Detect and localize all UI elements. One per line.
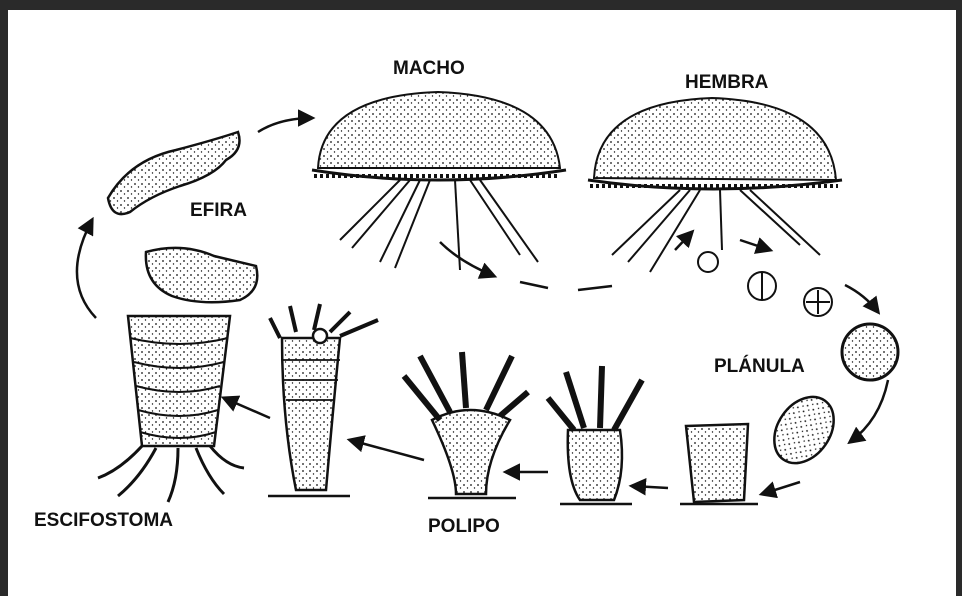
label-macho: MACHO <box>393 58 465 80</box>
male-medusa-illustration <box>312 92 566 270</box>
scyphistoma-illustration <box>98 316 244 502</box>
label-planula: PLÁNULA <box>714 356 805 378</box>
label-efira: EFIRA <box>190 200 247 222</box>
label-hembra: HEMBRA <box>685 72 768 94</box>
label-escifostoma: ESCIFOSTOMA <box>34 510 173 532</box>
strobila-polyp-illustration <box>268 304 378 496</box>
polyp-illustration <box>404 352 528 498</box>
young-polyp-illustration <box>548 366 642 504</box>
detaching-ephyra-illustration <box>146 248 257 302</box>
settled-planula-illustration <box>680 424 758 504</box>
label-polipo: POLIPO <box>428 516 500 538</box>
female-medusa-illustration <box>588 98 842 272</box>
planula-larva-illustration <box>762 386 846 475</box>
